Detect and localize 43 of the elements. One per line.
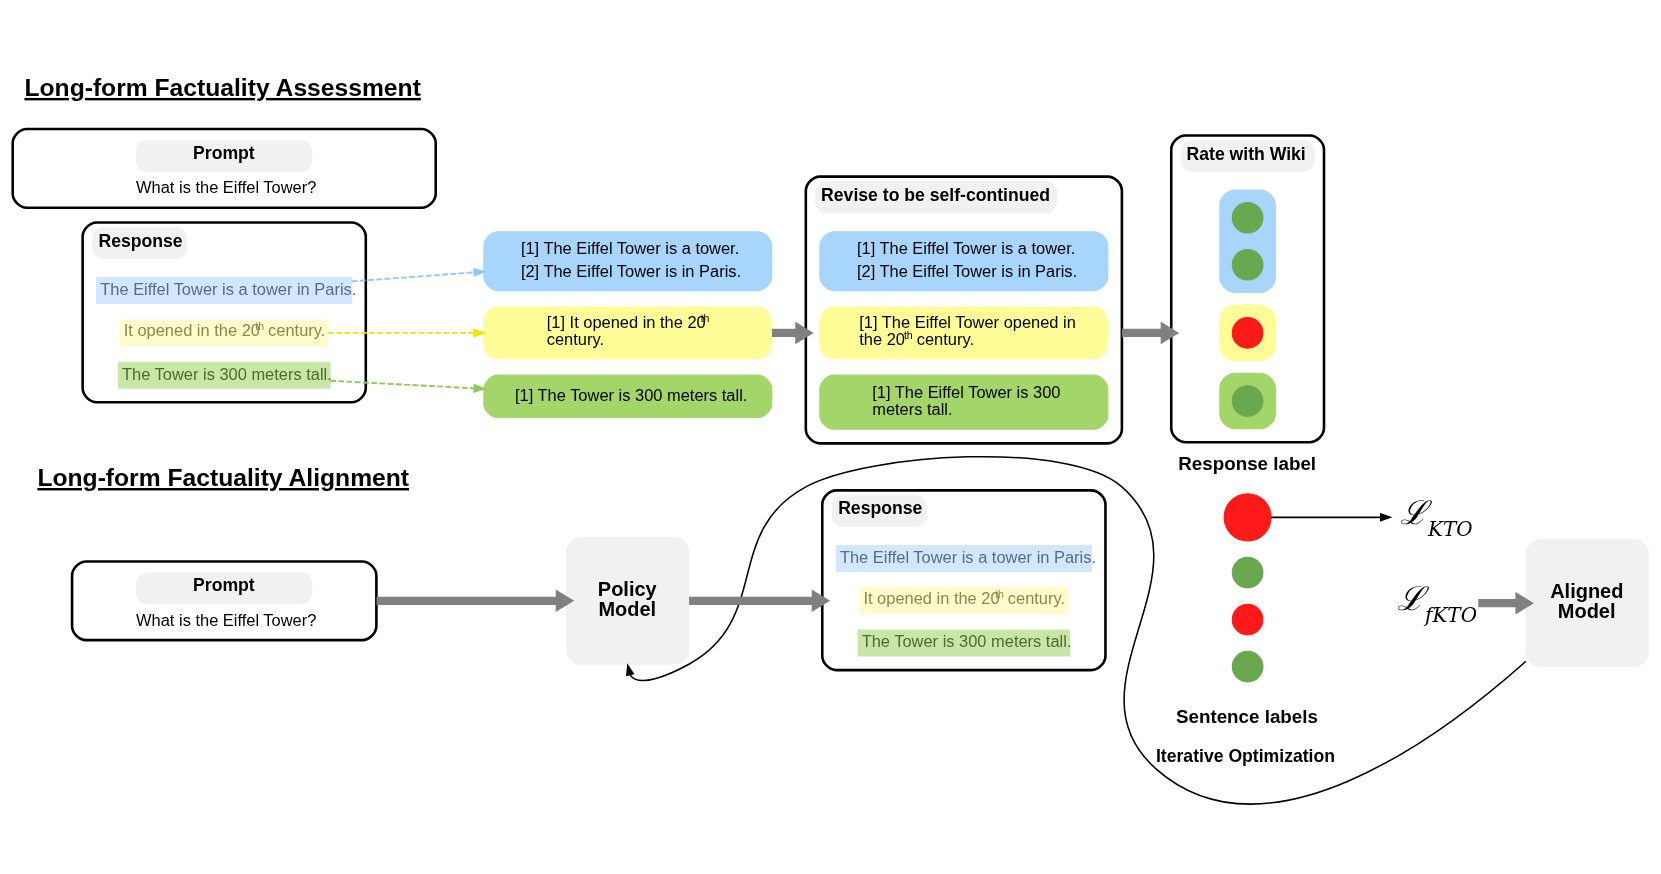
arrow [376,589,575,613]
node-box: Prompt What is the Eiffel Tower? [11,127,437,210]
node-box: Aligned Model [1525,539,1649,668]
arrow [350,267,487,283]
arrow [689,589,831,613]
node-box: Policy Model [566,536,690,665]
node-circle [1231,556,1264,589]
cluster: Rate with Wiki [1169,134,1326,444]
node-box: The Tower is 300 meters tall. [857,629,1071,657]
node-box: The Tower is 300 meters tall. [117,361,331,389]
cluster [1219,304,1276,362]
label: Long-form Factuality Assessment [24,73,421,101]
node-label: Response label [1178,453,1317,475]
node-text: ℒ$_{fKTO}$ [1396,579,1478,628]
label: Long-form Factuality Alignment [37,464,410,491]
node-circle [1231,248,1264,281]
node-box: Prompt What is the Eiffel Tower? [70,560,378,642]
edge-label: Iterative Optimization [1155,745,1336,766]
node-circle [1231,317,1264,349]
arrow [327,328,487,338]
node-circle [1231,650,1264,683]
node-circle [1223,493,1272,542]
node-box: The Eiffel Tower is a tower in Paris. [96,277,353,305]
node-text: ℒ$_{KTO}$ [1399,493,1473,542]
node-box: [1] The Eiffel Tower opened in the 20$^{th}$ century. [819,306,1109,360]
node-box: [1] The Eiffel Tower is a tower. [2] The Eiffel Tower is in Paris. [483,231,773,292]
cluster [1219,189,1276,294]
node-box: It opened in the 20$^{th}$ century. [119,319,329,347]
node-circle [1231,201,1264,234]
node-circle [1231,603,1264,636]
arrow [1121,321,1180,345]
node-box: [1] The Tower is 300 meters tall. [483,374,773,419]
arrow [771,321,814,345]
label: Sentence labels [1175,705,1318,727]
node-box: [1] The Eiffel Tower is a tower. [2] The Eiffel Tower is in Paris. [819,231,1109,292]
arrow [625,456,1527,805]
cluster [1219,372,1276,430]
node-box: [1] The Eiffel Tower is 300 meters tall. [819,374,1109,430]
arrow [1478,591,1534,615]
node-box: It opened in the 20$^{th}$ century. [859,587,1069,615]
arrow [1270,513,1393,522]
node-circle [1231,385,1264,417]
arrow [329,379,487,393]
